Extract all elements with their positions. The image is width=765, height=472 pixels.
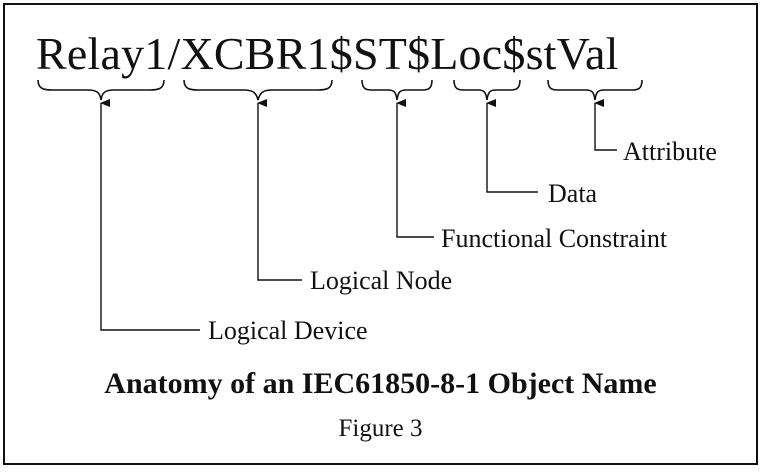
functional-constraint-segment: ST	[352, 28, 408, 79]
leader-logical-device	[100, 99, 200, 331]
leader-logical-node	[257, 99, 302, 281]
figure-frame	[3, 3, 758, 465]
logical-node-label: Logical Node	[310, 266, 453, 295]
object-name: Relay1/XCBR1$ST$Loc$stVal	[36, 24, 619, 84]
logical-device-segment: Relay1	[36, 28, 168, 79]
separator-dollar: $	[502, 28, 526, 79]
brace-logical-device	[37, 79, 165, 101]
attribute-segment: stVal	[525, 28, 619, 79]
brace-data	[453, 79, 521, 101]
separator-dollar: $	[329, 28, 353, 79]
logical-device-label: Logical Device	[208, 316, 368, 345]
logical-node-segment: XCBR1	[180, 28, 330, 79]
leader-data	[486, 99, 538, 193]
figure-title: Anatomy of an IEC61850-8-1 Object Name	[104, 367, 657, 400]
brace-attribute	[547, 79, 643, 101]
attribute-label: Attribute	[623, 137, 717, 166]
leader-attribute	[594, 99, 617, 151]
brace-logical-node	[183, 79, 333, 101]
data-label: Data	[548, 179, 598, 208]
brace-functional-constraint	[361, 79, 433, 101]
separator-slash: /	[167, 28, 181, 79]
figure-number: Figure 3	[338, 415, 423, 442]
data-segment: Loc	[430, 28, 503, 79]
leader-functional-constraint	[396, 99, 434, 238]
functional-constraint-label: Functional Constraint	[441, 224, 668, 253]
separator-dollar: $	[407, 28, 431, 79]
